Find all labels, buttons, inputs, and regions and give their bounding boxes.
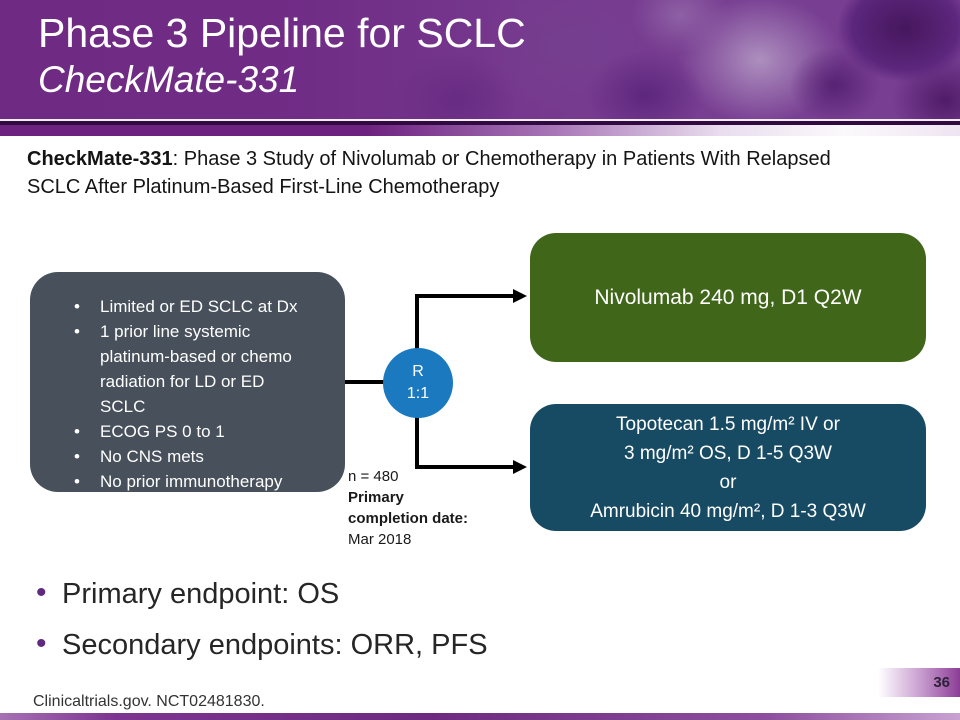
page-title: Phase 3 Pipeline for SCLC bbox=[38, 10, 526, 56]
secondary-endpoints: Secondary endpoints: ORR, PFS bbox=[30, 625, 488, 663]
arm1-nivolumab-box: Nivolumab 240 mg, D1 Q2W bbox=[530, 233, 926, 362]
arm2-line: or bbox=[719, 471, 737, 493]
eligibility-item: Limited or ED SCLC at Dx bbox=[74, 294, 309, 319]
enrollment-note: n = 480 Primary completion date: Mar 201… bbox=[348, 466, 483, 550]
connector-vertical-top bbox=[415, 294, 419, 352]
study-description-line1: CheckMate-331: Phase 3 Study of Nivoluma… bbox=[27, 145, 927, 173]
title-block: Phase 3 Pipeline for SCLC CheckMate-331 bbox=[38, 8, 526, 102]
connector-eligibility-to-randomization bbox=[345, 380, 385, 384]
arm2-line: Amrubicin 40 mg/m², D 1-3 Q3W bbox=[590, 500, 866, 522]
completion-date: Mar 2018 bbox=[348, 531, 412, 548]
citation-text: Clinicaltrials.gov. NCT02481830. bbox=[33, 693, 265, 710]
study-name-bold: CheckMate-331 bbox=[27, 148, 173, 170]
connector-horizontal-top bbox=[415, 294, 515, 298]
connector-vertical-bottom bbox=[415, 414, 419, 469]
page-number-badge: 36 bbox=[878, 668, 960, 697]
connector-horizontal-bottom bbox=[415, 465, 515, 469]
arm2-line: 3 mg/m² OS, D 1-5 Q3W bbox=[624, 442, 832, 464]
header-gradient-band bbox=[0, 125, 960, 136]
header-dark-separator bbox=[0, 121, 960, 125]
eligibility-item: ECOG PS 0 to 1 bbox=[74, 419, 309, 444]
header-hairline bbox=[0, 119, 960, 121]
randomization-circle: R 1:1 bbox=[383, 348, 453, 418]
header-purple-overlay bbox=[0, 0, 960, 119]
arm2-line: Topotecan 1.5 mg/m² IV or bbox=[616, 413, 840, 435]
completion-label: Primary completion date: bbox=[348, 489, 469, 527]
study-description-line2: SCLC After Platinum-Based First-Line Che… bbox=[27, 176, 500, 198]
endpoints-list: Primary endpoint: OS Secondary endpoints… bbox=[30, 574, 488, 679]
eligibility-item: No CNS mets bbox=[74, 444, 309, 469]
eligibility-list: Limited or ED SCLC at Dx 1 prior line sy… bbox=[30, 272, 345, 494]
bottom-accent-bar bbox=[0, 713, 960, 720]
study-description-rest: : Phase 3 Study of Nivolumab or Chemothe… bbox=[172, 148, 831, 170]
arm1-label: Nivolumab 240 mg, D1 Q2W bbox=[594, 285, 862, 309]
header-banner: Phase 3 Pipeline for SCLC CheckMate-331 bbox=[0, 0, 960, 119]
study-description: CheckMate-331: Phase 3 Study of Nivoluma… bbox=[27, 145, 927, 201]
eligibility-item: 1 prior line systemic platinum-based or … bbox=[74, 319, 309, 419]
arrow-to-arm1-icon bbox=[513, 289, 527, 303]
randomization-ratio: 1:1 bbox=[406, 385, 430, 402]
randomization-letter: R bbox=[412, 363, 424, 381]
eligibility-item: No prior immunotherapy bbox=[74, 469, 309, 494]
arrow-to-arm2-icon bbox=[513, 460, 527, 474]
page-subtitle-italic: CheckMate-331 bbox=[38, 59, 300, 101]
arm2-chemotherapy-box: Topotecan 1.5 mg/m² IV or 3 mg/m² OS, D … bbox=[530, 404, 926, 531]
enrollment-count: n = 480 bbox=[348, 468, 399, 485]
eligibility-box: Limited or ED SCLC at Dx 1 prior line sy… bbox=[30, 272, 345, 494]
primary-endpoint: Primary endpoint: OS bbox=[30, 574, 488, 612]
